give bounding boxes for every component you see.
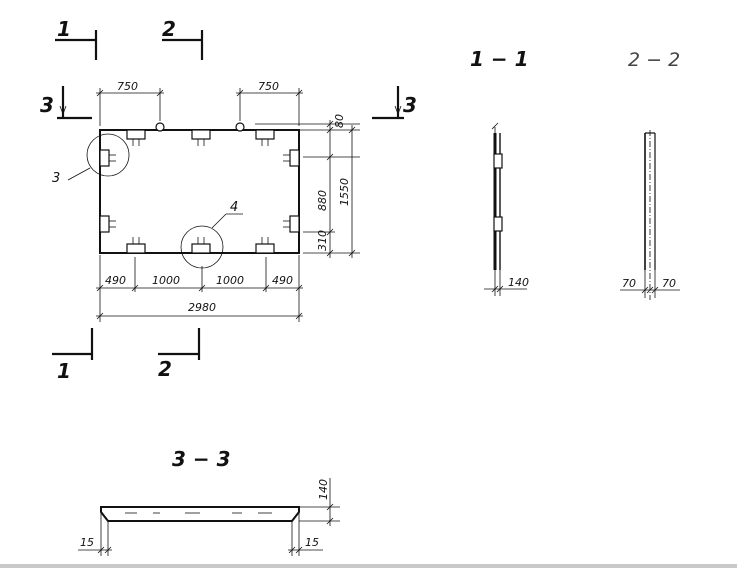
section-marker-3-left: 3	[40, 93, 54, 117]
pocket	[126, 243, 146, 254]
dim-750-right: 750	[258, 80, 279, 93]
pocket	[255, 243, 275, 254]
section-3-3-dim-140: 140	[317, 479, 330, 500]
section-1-1-pocket	[493, 153, 503, 169]
right-pockets	[283, 149, 300, 233]
dim-1000-right: 1000	[216, 274, 244, 287]
scan-bottom-edge	[0, 564, 737, 568]
pocket	[289, 149, 300, 167]
dim-310: 310	[316, 230, 329, 251]
section-3-3-dim-15-right: 15	[305, 536, 319, 549]
section-1-1-pocket	[493, 216, 503, 232]
callout-3: 3	[52, 171, 60, 186]
lifting-loop	[155, 122, 165, 132]
pocket	[99, 149, 110, 167]
section-3-3-dim-15-left: 15	[80, 536, 94, 549]
section-3-3-view: 3 − 3 140 15 15	[78, 447, 340, 556]
section-2-2-view: 2 − 2 70 70	[620, 49, 680, 300]
dim-1000-left: 1000	[152, 274, 180, 287]
section-1-1-dim-140: 140	[508, 276, 529, 289]
panel-outline	[99, 129, 300, 254]
lifting-loop	[235, 122, 245, 132]
dim-490-left: 490	[105, 274, 126, 287]
section-marker-1-top: 1	[57, 17, 71, 41]
section-2-2-dim-70-right: 70	[662, 277, 676, 290]
section-marker-3-right: 3	[403, 93, 417, 117]
bottom-pockets	[126, 237, 275, 254]
section-3-3-body	[100, 506, 300, 522]
pocket	[289, 215, 300, 233]
dim-880: 880	[316, 190, 329, 211]
pocket	[99, 215, 110, 233]
bottom-dimensions: 490 1000 1000 490 2980	[96, 255, 303, 322]
pocket	[191, 243, 211, 254]
section-2-2-dim-70-left: 70	[622, 277, 636, 290]
right-dimensions: 80 880 310 1550	[255, 114, 360, 258]
pocket	[191, 129, 211, 140]
dim-750-left: 750	[117, 80, 138, 93]
section-markers: 1 2 3 3 1 2	[40, 17, 417, 383]
callout-4: 4	[230, 200, 238, 215]
top-pockets	[126, 129, 275, 146]
section-1-1-view: 1 − 1 140	[470, 47, 529, 296]
top-dimensions: 750 750	[96, 80, 303, 126]
pocket	[255, 129, 275, 140]
section-2-2-title: 2 − 2	[628, 49, 680, 71]
plan-view: 3 4 750 750	[40, 17, 417, 383]
left-pockets	[99, 149, 116, 233]
section-1-1-title: 1 − 1	[470, 47, 529, 71]
dim-80: 80	[333, 114, 346, 128]
section-marker-2-top: 2	[162, 17, 176, 41]
dim-1550: 1550	[338, 178, 351, 206]
section-marker-2-bottom: 2	[158, 357, 172, 381]
dim-2980: 2980	[188, 301, 216, 314]
section-3-3-title: 3 − 3	[172, 447, 231, 471]
pocket	[126, 129, 146, 140]
section-marker-1-bottom: 1	[57, 359, 71, 383]
detail-circle-3	[86, 133, 130, 177]
dim-490-right: 490	[272, 274, 293, 287]
